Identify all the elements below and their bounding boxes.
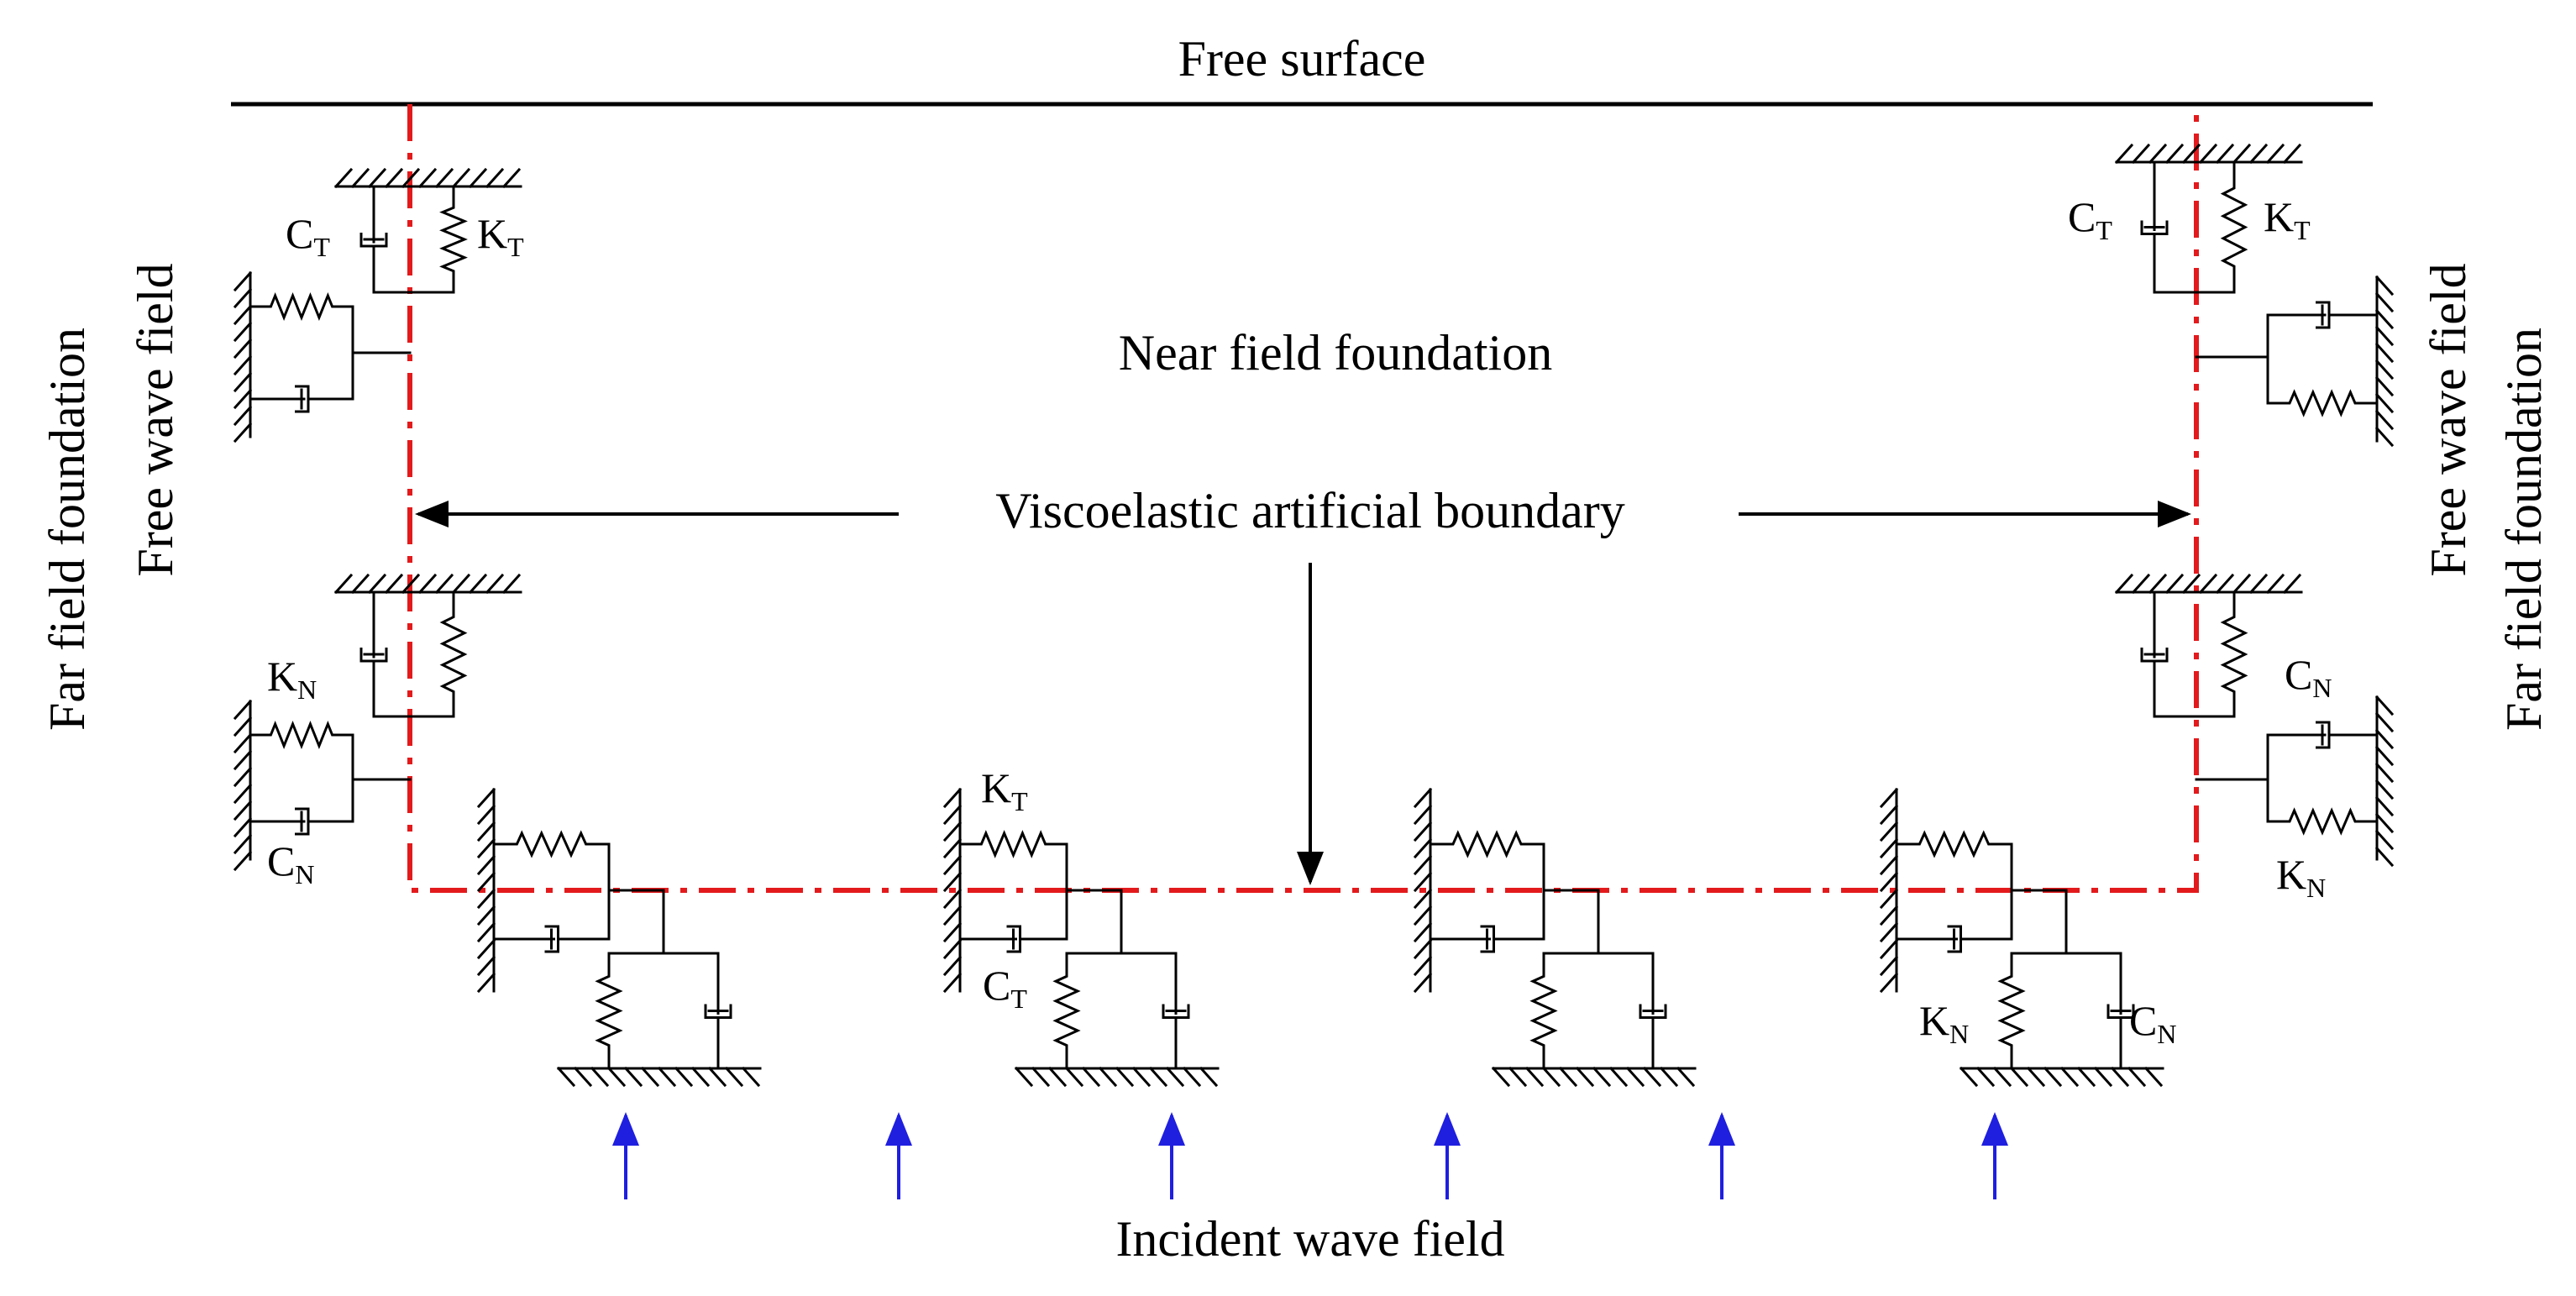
unit-bottom-4 [1879,787,2164,1088]
unit-bottom-1 [476,787,762,1088]
ct-label-top-right: CT [2068,193,2112,245]
cn-label-mid-right: CN [2285,651,2332,703]
artificial-boundary-line [407,104,2199,893]
right-free-wave-label: Free wave field [2421,263,2476,576]
unit-left-lower-vertical [333,573,522,718]
unit-top-right [2114,143,2303,294]
left-far-field-label: Far field foundation [39,328,95,731]
kn-label-bottom-4: KN [1919,997,1969,1049]
unit-bottom-3 [1413,787,1697,1088]
incident-wave-arrows [612,1112,2008,1199]
unit-right-lower-vertical [2114,573,2303,718]
boundary-label: Viscoelastic artificial boundary [995,483,1624,538]
unit-right-upper [2195,275,2395,448]
unit-bottom-2 [942,787,1220,1088]
kt-label-top-right: KT [2264,193,2311,245]
free-surface-label: Free surface [1178,31,1426,87]
cn-label-mid-left: CN [267,837,314,889]
left-free-wave-label: Free wave field [128,263,183,576]
near-field-label: Near field foundation [1119,325,1552,380]
ct-label-bottom-2: CT [983,962,1027,1014]
unit-left-upper [233,270,412,443]
right-far-field-label: Far field foundation [2496,328,2552,731]
unit-left-lower [233,699,412,872]
incident-wave-label: Incident wave field [1115,1211,1504,1267]
kt-label-top-left: KT [477,210,524,262]
cn-label-bottom-4: CN [2129,997,2176,1049]
kn-label-mid-right: KN [2276,851,2326,903]
ct-label-top-left: CT [286,210,330,262]
kt-label-bottom-2: KT [981,764,1028,816]
spring-dashpot-units [233,143,2395,1088]
unit-top-left [333,167,522,294]
kn-label-mid-left: KN [267,653,317,705]
unit-right-lower [2195,695,2395,868]
